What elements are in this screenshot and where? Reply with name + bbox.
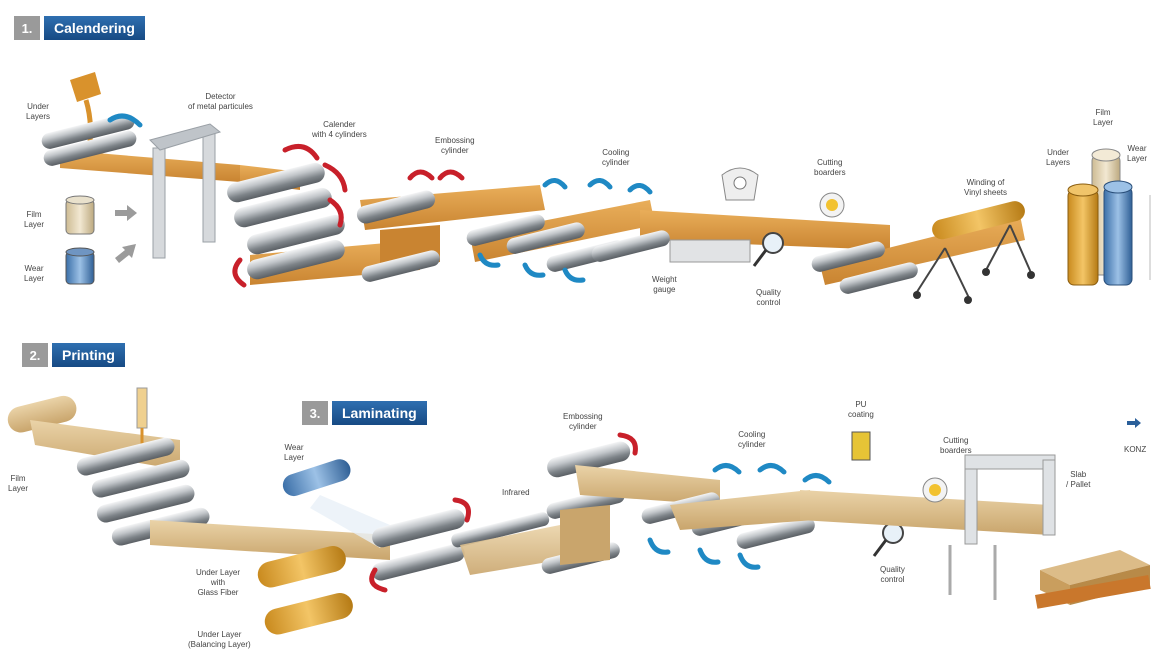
printing-laminating-line <box>7 387 1151 635</box>
cutting-frame <box>948 454 1056 600</box>
cutting-saw-icon <box>819 192 845 218</box>
wear-layer-roll <box>282 459 351 497</box>
roller <box>811 241 885 272</box>
rotation-arrows <box>107 113 653 288</box>
magnifier-icon <box>752 232 784 267</box>
step-number: 3. <box>302 401 328 425</box>
metal-detector <box>149 123 222 259</box>
calender-cylinders <box>227 162 345 280</box>
step-calendering-header: 1. Calendering <box>14 16 145 40</box>
step-printing-header: 2. Printing <box>22 343 125 367</box>
next-arrow-icon <box>1127 418 1141 428</box>
film-roll <box>7 395 77 433</box>
feed-arrow-icon <box>115 244 136 263</box>
weight-gauge-machine <box>669 167 759 263</box>
magnifier-icon <box>872 522 904 557</box>
under-layer-glass-fiber-roll <box>257 545 346 588</box>
label-konz: KONZ <box>1124 445 1147 454</box>
step-name: Printing <box>52 343 125 367</box>
embossing-cylinder <box>547 441 631 478</box>
laminating-roller <box>372 509 465 548</box>
sheet-segment <box>820 215 1025 285</box>
sheet-segment <box>60 150 240 182</box>
step-name: Laminating <box>332 401 427 425</box>
pu-coating-tank <box>851 431 871 461</box>
infrared-heater <box>451 512 550 548</box>
embossing-cylinders <box>356 190 440 282</box>
step-number: 2. <box>22 343 48 367</box>
cooling-cylinders <box>641 490 815 549</box>
feed-arrow-icon <box>115 205 137 221</box>
calendering-line <box>41 72 1151 557</box>
wear-layer-drum <box>65 247 95 285</box>
label-under-balancing: Under Layer(Balancing Layer) <box>188 630 251 649</box>
under-layer-balancing-roll <box>264 592 353 635</box>
pallet <box>1035 550 1151 609</box>
under-layer-rollers <box>41 113 137 166</box>
ink-dispenser <box>136 387 148 429</box>
pouring-bucket <box>70 72 101 102</box>
cooling-cylinders <box>466 214 670 272</box>
rotation-arrows <box>369 432 832 593</box>
laminating-roller <box>371 543 465 581</box>
step-laminating-header: 3. Laminating <box>302 401 427 425</box>
film-layer-drum <box>65 195 95 235</box>
label-slab-pallet: Slab/ Pallet <box>1066 470 1091 489</box>
step-number: 1. <box>14 16 40 40</box>
cutting-saw-icon <box>922 477 948 503</box>
winding-stand <box>913 201 1035 304</box>
step-name: Calendering <box>44 16 145 40</box>
roller <box>839 262 918 294</box>
output-rolls <box>1067 148 1151 286</box>
label-infrared: Infrared <box>502 488 530 497</box>
